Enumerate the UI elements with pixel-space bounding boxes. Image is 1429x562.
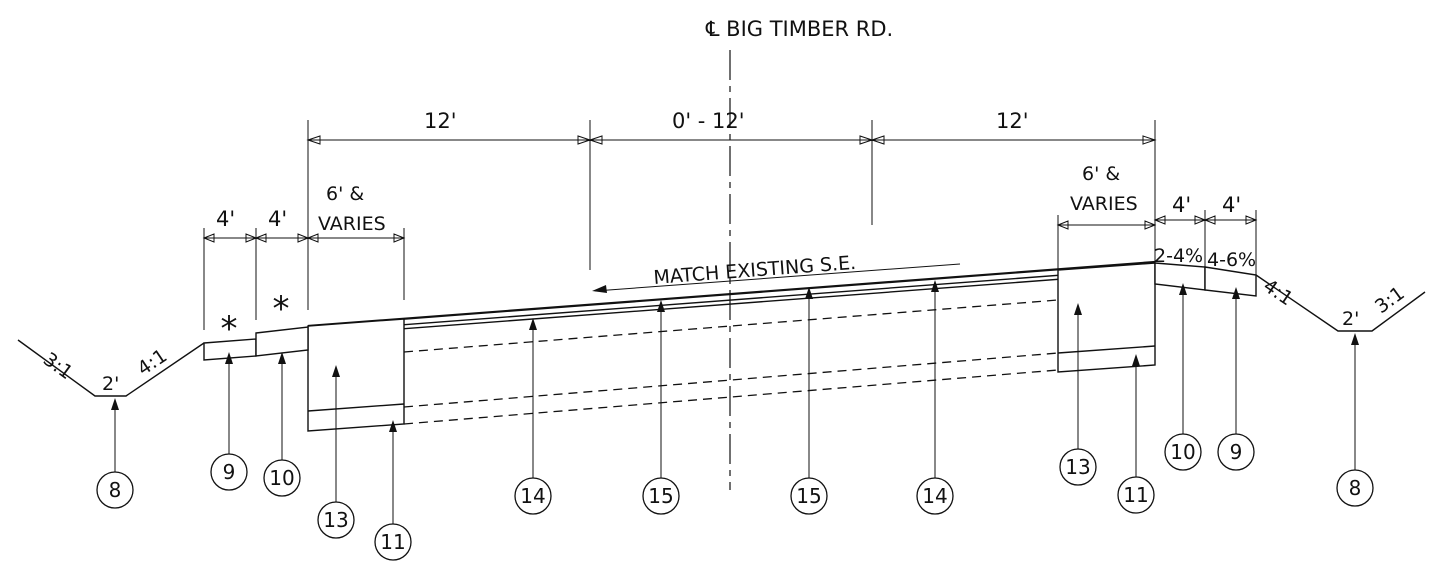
callout-15: 15 [642,477,680,515]
callout-arrowhead [657,300,665,312]
callout-arrowhead [1179,283,1187,295]
callouts: 8 9 10 13 11 14 15 15 14 13 11 10 9 8 [96,433,1374,561]
left-shoulder-a-dim: 4' [216,207,235,231]
callout-circle [96,471,134,509]
callout-arrowhead [1132,354,1140,366]
callout-arrowhead [1351,333,1359,345]
callout-number: 13 [323,508,348,532]
callout-circle [1117,476,1155,514]
note-arrowhead [592,285,607,293]
right-outer-slope: 3:1 [1371,282,1409,318]
left-varies-line1: 6' & [326,183,364,205]
right-ditch: 4:1 2' 3:1 [1255,274,1426,332]
callout-circle [317,501,355,539]
callout-circle [210,453,248,491]
asterisk-left-a: * [221,309,238,349]
callout-8: 8 [1336,469,1374,507]
callout-number: 9 [223,460,236,484]
right-bottom-width: 2' [1342,308,1359,330]
callout-number: 14 [922,484,947,508]
callout-number: 15 [796,484,821,508]
callout-13: 13 [317,501,355,539]
right-varies-line1: 6' & [1082,163,1120,185]
callout-number: 8 [1349,476,1362,500]
callout-circle [1059,448,1097,486]
left-ditch: 3:1 2' 4:1 [17,339,205,397]
left-shoulder-b-dim: 4' [268,207,287,231]
left-shoulders: * * [203,289,309,361]
callout-arrowhead [225,352,233,364]
callout-arrowhead [332,365,340,377]
callout-10: 10 [1164,433,1202,471]
callout-14: 14 [514,477,552,515]
center-lane-dim: 0' - 12' [672,109,745,133]
right-shoulder-b-dim: 4' [1222,193,1241,217]
callout-circle [1164,433,1202,471]
right-lane-dim: 12' [996,109,1029,133]
right-varies-line2: VARIES [1070,193,1138,215]
asterisk-left-b: * [273,289,290,329]
right-shoulders [1154,262,1257,297]
pavement [307,260,1156,432]
callout-arrowhead [278,352,286,364]
callout-9: 9 [210,453,248,491]
callout-arrowhead [529,318,537,330]
callout-11: 11 [1117,476,1155,514]
callout-10: 10 [263,459,301,497]
callout-number: 10 [269,466,294,490]
callout-14: 14 [916,477,954,515]
callout-arrowhead [389,420,397,432]
callout-number: 15 [648,484,673,508]
callout-circle [1336,469,1374,507]
callout-15: 15 [790,477,828,515]
callout-circle [916,477,954,515]
callout-number: 14 [520,484,545,508]
callout-number: 10 [1170,440,1195,464]
callout-number: 11 [380,530,405,554]
callout-circle [1217,433,1255,471]
callout-13: 13 [1059,448,1097,486]
callout-arrowhead [805,287,813,299]
left-inner-slope: 4:1 [133,345,171,380]
callout-arrowhead [1074,303,1082,315]
centerline-label: ℄ BIG TIMBER RD. [705,17,893,41]
callout-8: 8 [96,471,134,509]
callout-circle [790,477,828,515]
callout-arrowhead [111,398,119,410]
callout-circle [642,477,680,515]
note-arrow [594,263,961,292]
left-widening [307,318,405,432]
right-widening [1057,262,1156,373]
callout-arrowhead [1232,287,1240,299]
callout-11: 11 [374,523,412,561]
lane-dimensions: 12' 0' - 12' 12' [306,109,1157,310]
left-shoulder-dimensions: 4' 4' 6' & VARIES [202,183,406,330]
left-lane-dim: 12' [424,109,457,133]
right-shoulder-b-slope: 4-6% [1207,249,1256,271]
callout-circle [374,523,412,561]
match-existing-note: MATCH EXISTING S.E. [653,252,857,289]
callout-circle [514,477,552,515]
callout-9: 9 [1217,433,1255,471]
callout-number: 13 [1065,455,1090,479]
callout-number: 8 [109,478,122,502]
callout-circle [263,459,301,497]
right-shoulder-a-slope: 2-4% [1154,245,1203,267]
callout-number: 11 [1123,483,1148,507]
callout-number: 9 [1230,440,1243,464]
left-bottom-width: 2' [102,373,119,395]
callout-arrowhead [931,280,939,292]
left-varies-line2: VARIES [318,213,386,235]
callout-leaders [111,280,1359,524]
right-shoulder-a-dim: 4' [1172,193,1191,217]
right-shoulder-dimensions: 6' & VARIES 4' 4' 2-4% 4-6% [1056,163,1258,280]
